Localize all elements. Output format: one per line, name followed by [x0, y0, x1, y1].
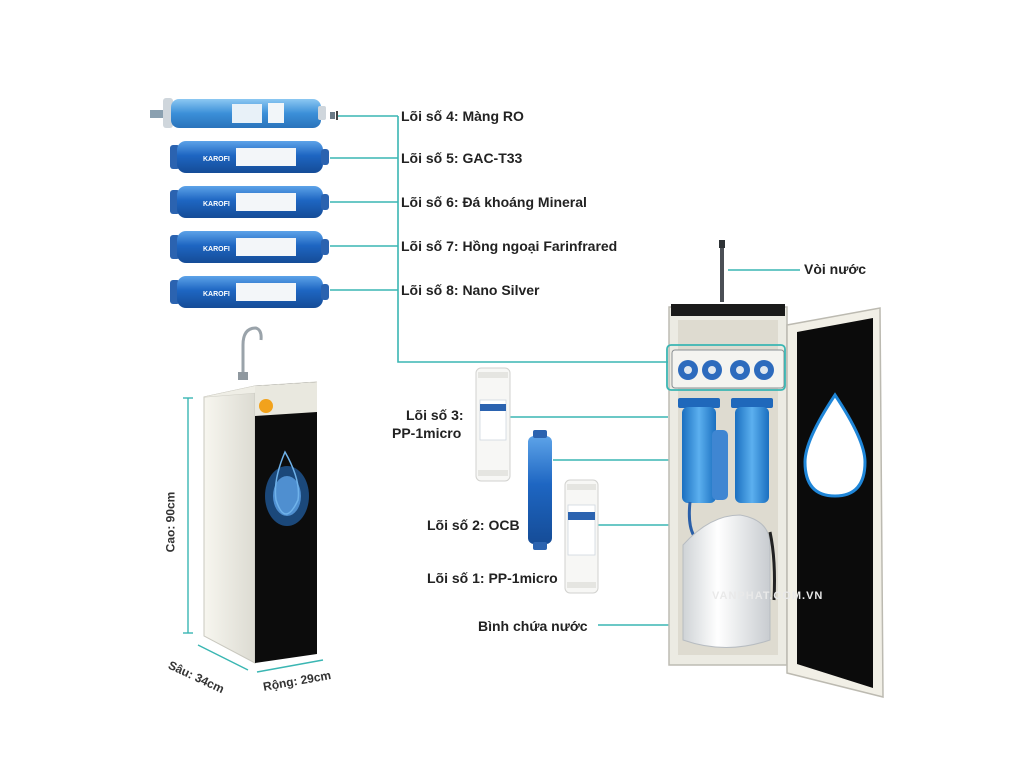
svg-text:KAROFI: KAROFI	[203, 291, 230, 298]
filter-cartridge-gac-t33: KAROFI	[170, 141, 329, 173]
watermark: VANPHAT.COM.VN	[712, 590, 824, 602]
label-core-1: Lõi số 1: PP-1micro	[427, 570, 558, 586]
label-core-3-line1: Lõi số 3:	[406, 407, 464, 423]
leader-lines	[330, 115, 800, 626]
svg-text:KAROFI: KAROFI	[203, 246, 230, 253]
filter-cartridge-ocb-core2	[528, 430, 552, 550]
svg-text:KAROFI: KAROFI	[203, 201, 230, 208]
dimension-lines	[183, 397, 324, 673]
label-core-2: Lõi số 2: OCB	[427, 517, 520, 533]
dimension-height: Cao: 90cm	[163, 491, 178, 553]
filter-cartridge-pp-core1	[564, 479, 599, 594]
label-water-tank: Bình chứa nước	[478, 618, 588, 634]
label-core-7: Lõi số 7: Hồng ngoại Farinfrared	[401, 238, 618, 254]
label-faucet: Vòi nước	[804, 261, 867, 277]
purifier-cabinet-closed	[203, 326, 318, 664]
filter-cartridge-pp-core3	[475, 367, 511, 482]
purifier-cabinet-open	[666, 240, 884, 698]
label-core-4: Lõi số 4: Màng RO	[401, 108, 524, 124]
svg-text:KAROFI: KAROFI	[203, 156, 230, 163]
ro-membrane-cartridge	[150, 98, 338, 128]
filter-cartridge-mineral: KAROFI	[170, 186, 329, 218]
label-core-5: Lõi số 5: GAC-T33	[401, 150, 523, 166]
filter-cartridge-farinfrared: KAROFI	[170, 231, 329, 263]
label-core-3-line2: PP-1micro	[392, 425, 462, 441]
label-core-6: Lõi số 6: Đá khoáng Mineral	[401, 194, 587, 210]
label-core-8: Lõi số 8: Nano Silver	[401, 282, 540, 298]
filter-cartridge-nano-silver: KAROFI	[170, 276, 329, 308]
